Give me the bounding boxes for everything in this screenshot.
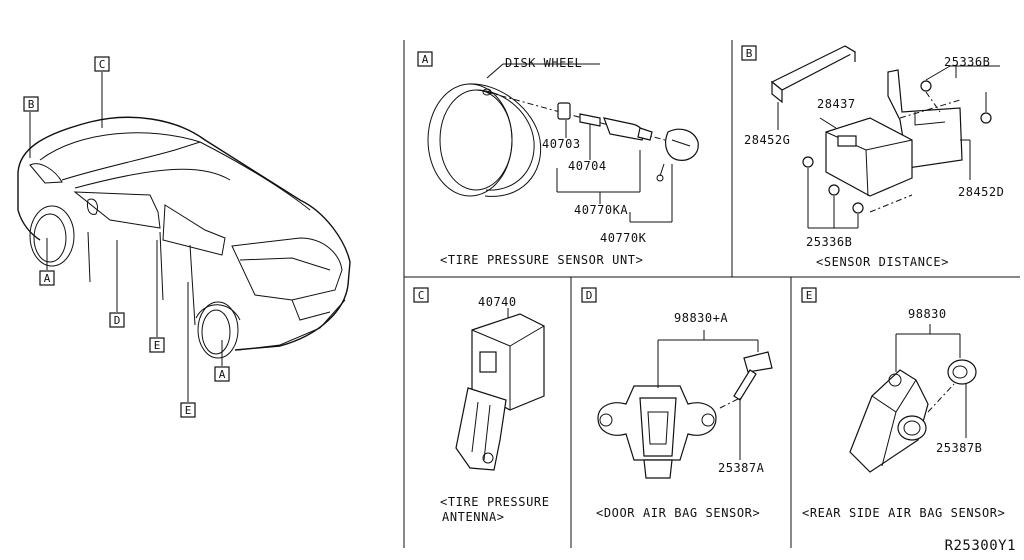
panel-tag-d: D — [586, 289, 593, 302]
car-callouts — [29, 72, 223, 402]
panel-d-drawing — [597, 330, 773, 479]
label-25387b: 25387B — [936, 441, 982, 455]
label-25336b-top: 25336B — [944, 55, 990, 69]
panel-c-drawing — [455, 308, 545, 471]
panel-tag-c: C — [418, 289, 425, 302]
caption-tire-pressure-sensor: <TIRE PRESSURE SENSOR UNT> — [440, 253, 643, 267]
car-tag-c: C — [99, 58, 106, 71]
caption-tire-pressure-antenna-2: ANTENNA> — [442, 510, 505, 524]
caption-tire-pressure-antenna-1: <TIRE PRESSURE — [440, 495, 550, 509]
label-40703: 40703 — [542, 137, 581, 151]
car-tag-a-front: A — [44, 272, 51, 285]
panel-tag-e: E — [806, 289, 813, 302]
label-28437: 28437 — [817, 97, 856, 111]
car-tag-b: B — [28, 98, 35, 111]
panel-a-drawing — [427, 63, 699, 223]
label-25387a: 25387A — [718, 461, 765, 475]
label-40770ka: 40770KA — [574, 203, 628, 217]
label-40770k: 40770K — [600, 231, 647, 245]
car-illustration — [17, 116, 351, 359]
car-tag-a-rear: A — [219, 368, 226, 381]
label-disk-wheel: DISK WHEEL — [505, 56, 582, 70]
label-28452g: 28452G — [744, 133, 790, 147]
tag-boxes — [23, 45, 817, 418]
panel-tag-b: B — [746, 47, 753, 60]
panel-e-drawing — [849, 324, 977, 473]
panel-b-drawing — [770, 45, 1000, 229]
panel-tag-a: A — [422, 53, 429, 66]
car-tag-e-2: E — [185, 404, 192, 417]
label-25336b-bottom: 25336B — [806, 235, 852, 249]
caption-door-air-bag-sensor: <DOOR AIR BAG SENSOR> — [596, 506, 760, 520]
car-tag-e-1: E — [154, 339, 161, 352]
car-tag-d: D — [114, 314, 121, 327]
caption-sensor-distance: <SENSOR DISTANCE> — [816, 255, 949, 269]
diagram-id: R25300Y1 — [945, 538, 1016, 554]
label-98830a: 98830+A — [674, 311, 728, 325]
panel-grid — [403, 40, 1020, 548]
label-28452d: 28452D — [958, 185, 1004, 199]
label-40704: 40704 — [568, 159, 607, 173]
caption-rear-side-air-bag-sensor: <REAR SIDE AIR BAG SENSOR> — [802, 506, 1005, 520]
label-40740: 40740 — [478, 295, 517, 309]
label-98830: 98830 — [908, 307, 947, 321]
